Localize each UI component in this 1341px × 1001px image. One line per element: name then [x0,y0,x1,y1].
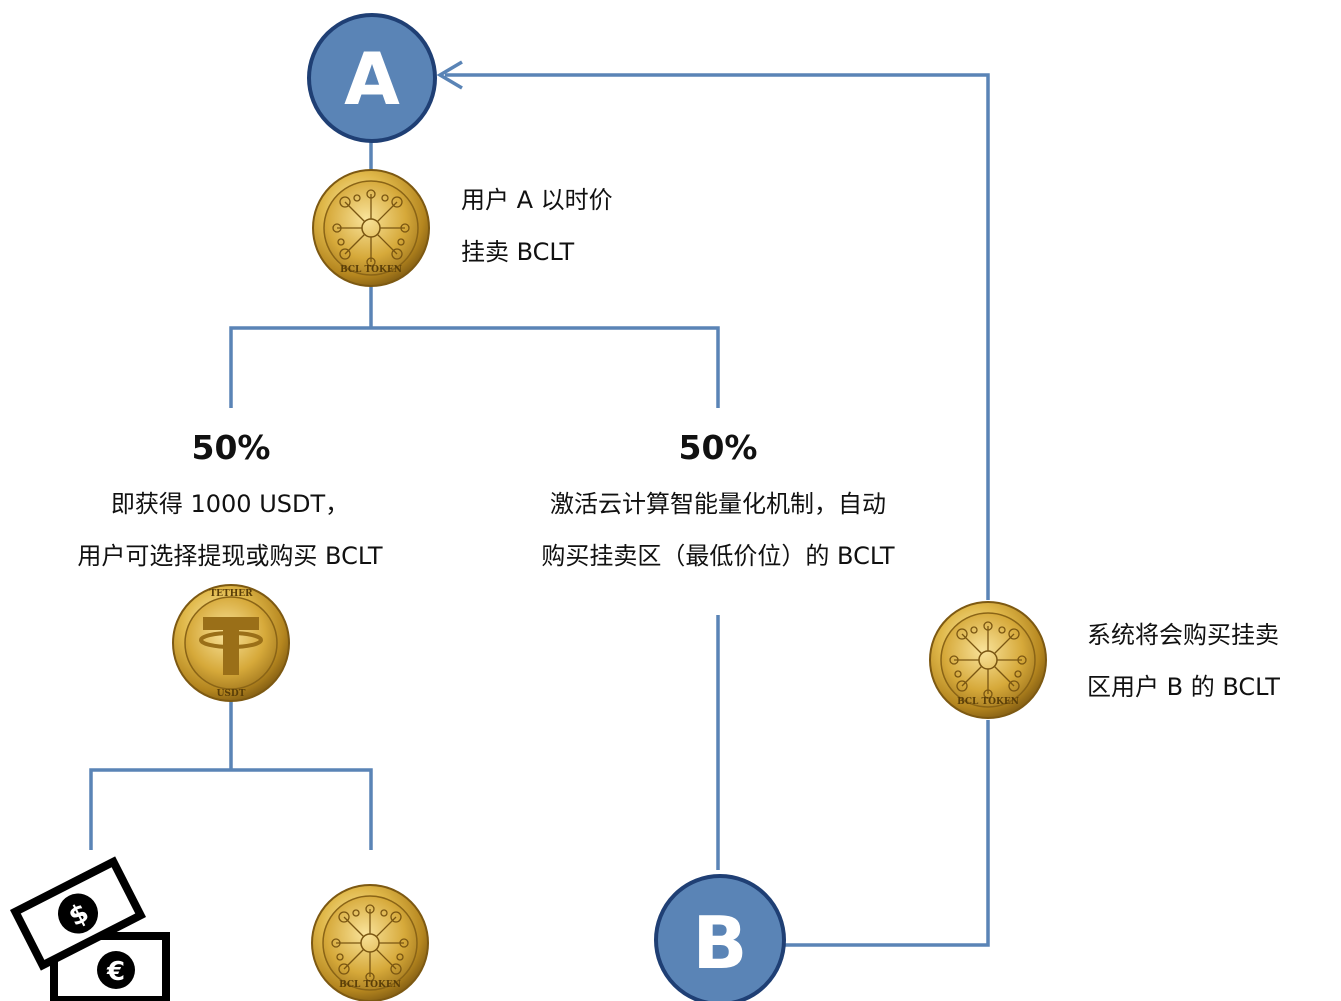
cash-icon: € $ [10,856,170,1001]
system-line-2: 区用户 B 的 BCLT [1087,673,1280,701]
user-a-line-2: 挂卖 BCLT [461,238,575,266]
line-bottom-split [89,768,373,850]
node-b: B [654,874,786,1001]
arrow-head-icon [436,60,463,90]
line-top-split [229,326,720,408]
left-line-1: 即获得 1000 USDT， [110,490,350,518]
left-line-2: 用户可选择提现或购买 BCLT [77,542,383,570]
svg-text:BCL TOKEN: BCL TOKEN [340,265,402,275]
connector-lines [89,60,990,947]
svg-text:BCL TOKEN: BCL TOKEN [957,697,1019,707]
user-a-line-1: 用户 A 以时价 [461,186,613,214]
svg-text:€: € [106,957,125,987]
system-line-1: 系统将会购买挂卖 [1087,621,1279,649]
left-description: 即获得 1000 USDT， 用户可选择提现或购买 BCLT [30,478,430,582]
right-line-1: 激活云计算智能量化机制，自动 [550,490,886,518]
line-right-up-to-a [445,73,990,600]
usdt-coin-icon: TETHER USDT [172,584,290,702]
bcl-token-coin-icon: BCL TOKEN [929,601,1047,719]
right-description: 激活云计算智能量化机制，自动 购买挂卖区（最低价位）的 BCLT [488,478,948,582]
right-percent: 50% [678,428,758,467]
system-description: 系统将会购买挂卖 区用户 B 的 BCLT [1087,609,1280,713]
user-a-description: 用户 A 以时价 挂卖 BCLT [461,174,613,278]
line-b-to-right [785,720,990,947]
left-percent: 50% [191,428,271,467]
bcl-token-coin-icon: BCL TOKEN [311,884,429,1001]
node-b-label: B [693,901,748,985]
svg-text:TETHER: TETHER [209,589,253,599]
node-a: A [307,13,437,143]
right-line-2: 购买挂卖区（最低价位）的 BCLT [541,542,895,570]
node-a-label: A [344,37,400,121]
svg-text:BCL TOKEN: BCL TOKEN [339,980,401,990]
svg-text:USDT: USDT [217,689,246,699]
bcl-token-coin-icon: BCL TOKEN [312,169,430,287]
